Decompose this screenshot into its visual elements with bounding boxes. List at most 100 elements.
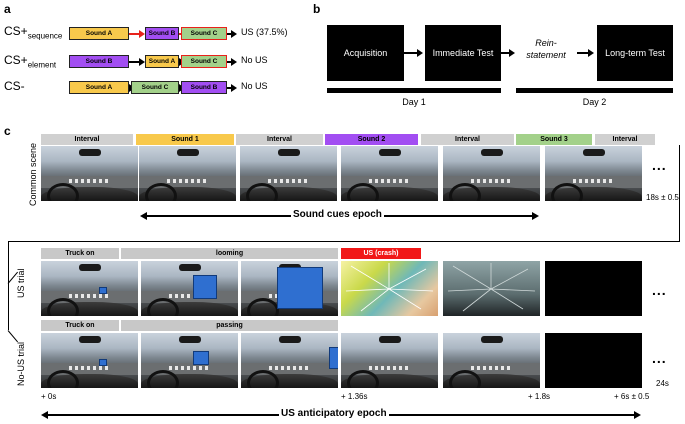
time-point-1: + 1.36s <box>341 392 368 401</box>
us-frame-1 <box>41 261 138 316</box>
duration-top: 18s ± 0.5 <box>646 193 679 202</box>
panel-label-c: c <box>4 124 11 138</box>
frame-cw <box>471 366 513 370</box>
day2-bar <box>516 88 673 93</box>
us-epoch-right-head <box>634 411 641 419</box>
frame-cw <box>69 366 111 370</box>
frame-wheel <box>47 298 79 316</box>
us-frame-3 <box>241 261 338 316</box>
frame-mirror <box>278 149 300 156</box>
frame-cw <box>369 366 411 370</box>
nous-frame-2 <box>141 333 238 388</box>
row3-outcome: No US <box>241 81 268 91</box>
nous-passing-header: passing <box>121 320 338 331</box>
frame-mirror <box>179 264 201 271</box>
common-scene-frame-2 <box>139 146 236 201</box>
common-scene-label: Common scene <box>28 142 38 206</box>
nous-ellipsis: ... <box>652 350 667 366</box>
frame-wheel <box>147 298 179 316</box>
frame-mirror <box>79 336 101 343</box>
frame-wheel <box>47 183 79 201</box>
arrow-reinstatement-to-longterm <box>577 49 594 57</box>
panel-label-b: b <box>313 2 321 16</box>
row3-sound-c-box: Sound C <box>131 81 179 94</box>
truck-icon <box>99 287 107 294</box>
top-ellipsis: ... <box>652 157 667 173</box>
frame-wheel <box>246 183 278 201</box>
row3-outcome-arrow <box>227 84 237 92</box>
frame-mirror <box>481 336 503 343</box>
row2-sound-c-box: Sound C <box>181 55 227 68</box>
time-point-3: + 6s ± 0.5 <box>614 392 650 401</box>
sound-cues-epoch-right-head <box>532 212 539 220</box>
frame-cw <box>69 179 111 183</box>
header-sound-1: Sound 1 <box>136 134 234 145</box>
frame-mirror <box>583 149 605 156</box>
us-frame-4 <box>341 261 438 316</box>
nous-frame-3 <box>241 333 338 388</box>
frame-wheel <box>147 370 179 388</box>
row3-arrow-2 <box>179 84 185 92</box>
nous-frame-1 <box>41 333 138 388</box>
us-frame-2 <box>141 261 238 316</box>
cs-minus-label: CS- <box>4 79 25 93</box>
frame-mirror <box>481 149 503 156</box>
truck-icon <box>329 347 338 369</box>
nous-truck-on-header: Truck on <box>41 320 119 331</box>
frame-cw <box>169 294 211 298</box>
immediate-test-block: Immediate Test <box>425 25 501 81</box>
us-epoch-left-head <box>41 411 48 419</box>
frame-mirror <box>177 149 199 156</box>
frame-cw <box>471 179 513 183</box>
frame-wheel <box>449 183 481 201</box>
cs-element-label: CS+element <box>4 53 57 70</box>
row2-arrow-1 <box>129 58 145 66</box>
frame-mirror <box>379 336 401 343</box>
frame-mirror <box>379 149 401 156</box>
cs-sequence-label: CS+sequence <box>4 24 63 41</box>
header-interval-1: Interval <box>41 134 133 145</box>
us-crash-header: US (crash) <box>341 248 421 259</box>
day1-label: Day 1 <box>402 97 426 107</box>
row1-sound-a-box: Sound A <box>69 27 129 40</box>
sound-cues-epoch-left-head <box>140 212 147 220</box>
row3-sound-b-box: Sound B <box>181 81 227 94</box>
branch-down <box>7 330 19 343</box>
frame-cw <box>369 179 411 183</box>
frame-wheel <box>347 370 379 388</box>
common-scene-frame-3 <box>240 146 337 201</box>
row2-outcome-arrow <box>227 58 237 66</box>
row1-outcome: US (37.5%) <box>241 27 288 37</box>
frame-wheel <box>247 370 279 388</box>
reinstatement-label: Rein-statement <box>526 38 566 60</box>
row2-sound-a-box: Sound A <box>145 55 179 68</box>
frame-mirror <box>79 264 101 271</box>
frame-wheel <box>47 370 79 388</box>
nous-frame-5 <box>443 333 540 388</box>
nous-frame-4 <box>341 333 438 388</box>
common-scene-frame-4 <box>341 146 438 201</box>
connector-horizontal <box>8 241 680 242</box>
frame-wheel <box>551 183 583 201</box>
us-truck-on-header: Truck on <box>41 248 119 259</box>
us-looming-header: looming <box>121 248 338 259</box>
arrow-acq-to-test <box>404 49 423 57</box>
frame-mirror <box>79 149 101 156</box>
row2-outcome: No US <box>241 55 268 65</box>
time-point-2: + 1.8s <box>528 392 551 401</box>
header-interval-4: Interval <box>595 134 655 145</box>
frame-cw <box>268 179 310 183</box>
frame-cw <box>167 179 209 183</box>
frame-wheel <box>449 370 481 388</box>
acquisition-block: Acquisition <box>327 25 404 81</box>
truck-icon <box>99 359 107 366</box>
us-frame-5 <box>443 261 540 316</box>
row3-sound-a-box: Sound A <box>69 81 129 94</box>
frame-wheel <box>347 183 379 201</box>
frame-cw <box>573 179 615 183</box>
no-us-trial-label: No-US trial <box>16 341 26 386</box>
row1-sound-b-box: Sound B <box>145 27 179 40</box>
cracked-glass-icon <box>447 263 536 312</box>
header-sound-2: Sound 2 <box>325 134 418 145</box>
common-scene-frame-5 <box>443 146 540 201</box>
